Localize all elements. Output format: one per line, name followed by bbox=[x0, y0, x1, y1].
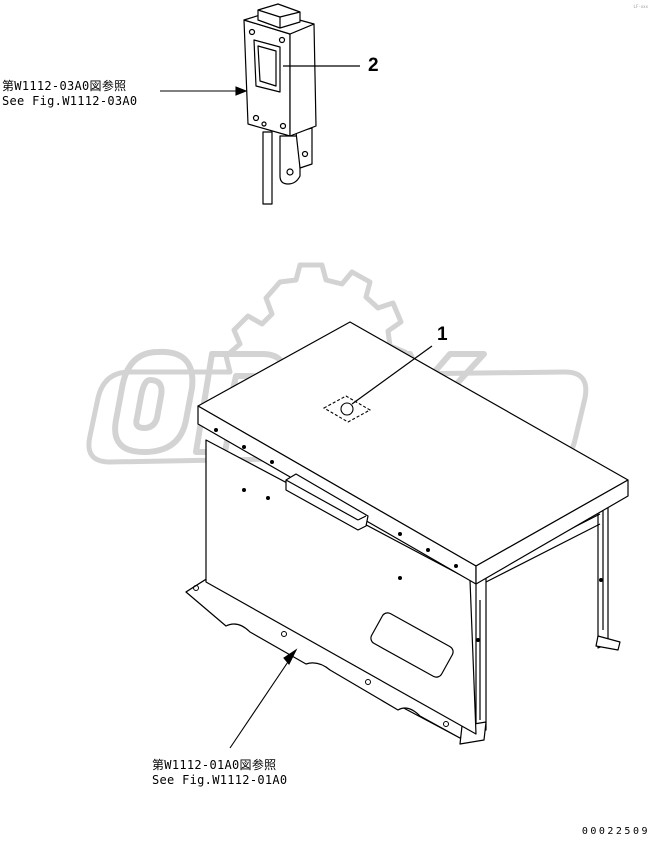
box-assembly bbox=[185, 321, 629, 745]
corner-mark: LF-xxx bbox=[633, 4, 648, 9]
callout-1-leader bbox=[351, 345, 433, 405]
callout-number-2: 2 bbox=[368, 55, 379, 76]
drawing-code: 00022509 bbox=[581, 826, 650, 837]
bottom-reference-en: See Fig.W1112-01A0 bbox=[152, 773, 288, 787]
top-reference-jp: 第W1112-03A0図参照 bbox=[2, 79, 127, 93]
top-reference-en: See Fig.W1112-03A0 bbox=[2, 94, 138, 108]
filler-cap bbox=[322, 395, 372, 423]
rivet-holes bbox=[193, 428, 603, 727]
callout-number-1: 1 bbox=[437, 324, 448, 345]
top-reference-arrow bbox=[160, 86, 248, 96]
bottom-reference-jp: 第W1112-01A0図参照 bbox=[152, 758, 277, 772]
switch-assembly bbox=[243, 3, 317, 205]
bottom-reference-arrow bbox=[229, 648, 298, 749]
